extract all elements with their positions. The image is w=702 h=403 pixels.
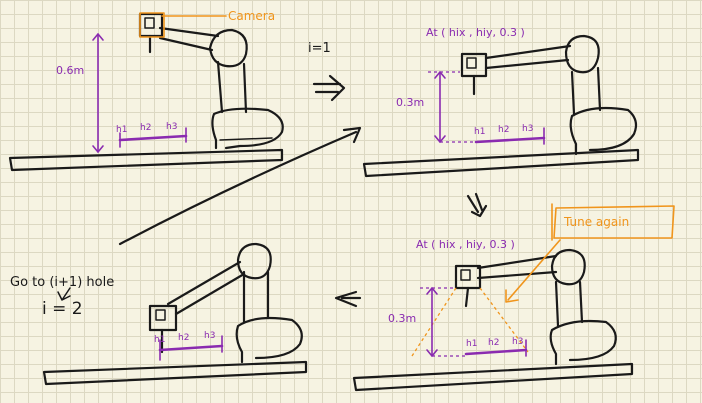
position-label: At ( hix , hiy, 0.3 ) — [426, 26, 525, 39]
table-surface — [352, 362, 634, 392]
table-surface — [42, 360, 308, 386]
hole-2-label: h2 — [488, 338, 499, 348]
hole-2-label: h2 — [498, 125, 509, 135]
camera-field-of-view — [411, 287, 529, 357]
return-arrow — [118, 126, 362, 246]
panel-approach: At ( hix , hiy, 0.3 ) 0.3m h1 h2 h3 — [362, 26, 640, 178]
height-dimension-0-3m: 0.3m — [396, 71, 460, 143]
hole-3-label: h3 — [512, 337, 523, 347]
hole-1-label: h1 — [154, 335, 165, 345]
iteration-next-label: i = 2 — [42, 299, 83, 319]
hole-3-label: h3 — [166, 122, 177, 132]
transition-top: i=1 — [308, 41, 346, 102]
robot-arm — [454, 248, 617, 366]
iteration-init-label: i=1 — [308, 41, 331, 56]
table-surface — [8, 148, 284, 172]
hole-row: h1 h2 h3 — [116, 122, 188, 148]
down-arrow-icon — [466, 192, 488, 218]
hole-row: h1 h2 h3 — [432, 337, 528, 357]
hole-1-label: h1 — [466, 339, 477, 349]
height-dimension-0-3m: 0.3m — [388, 287, 456, 357]
height-label: 0.3m — [388, 312, 416, 325]
hole-2-label: h2 — [140, 123, 151, 133]
panel-fine-tune: At ( hix , hiy, 0.3 ) 0.3m h1 h2 h3 Tune… — [352, 203, 675, 392]
height-label: 0.6m — [56, 64, 84, 77]
hole-2-label: h2 — [178, 333, 189, 343]
right-arrow-icon — [312, 74, 346, 102]
hole-row: h1 h2 h3 — [440, 124, 546, 145]
increment-arrow-icon — [57, 287, 71, 301]
table-surface — [362, 148, 640, 178]
hole-1-label: h1 — [474, 127, 485, 137]
height-label: 0.3m — [396, 96, 424, 109]
panel-initial-scan: Camera 0.6m h1 h2 h3 — [8, 9, 284, 172]
hole-row: h1 h2 h3 — [154, 331, 224, 361]
position-label: At ( hix , hiy, 0.3 ) — [416, 238, 515, 251]
tune-again-callout: Tune again — [505, 203, 675, 303]
hole-3-label: h3 — [204, 331, 215, 341]
robot-arm — [148, 242, 303, 364]
robot-arm — [460, 34, 638, 156]
camera-callout: Camera — [139, 9, 275, 38]
height-dimension-0-6m: 0.6m — [56, 33, 104, 153]
robot-arm — [138, 12, 284, 150]
left-arrow-icon — [334, 290, 362, 308]
panel-next-hole: h1 h2 h3 Go to (i+1) hole i = 2 — [10, 242, 308, 386]
next-hole-label: Go to (i+1) hole — [10, 275, 114, 290]
camera-label: Camera — [228, 9, 275, 23]
hole-3-label: h3 — [522, 124, 533, 134]
hole-1-label: h1 — [116, 125, 127, 135]
tune-again-label: Tune again — [563, 215, 629, 229]
